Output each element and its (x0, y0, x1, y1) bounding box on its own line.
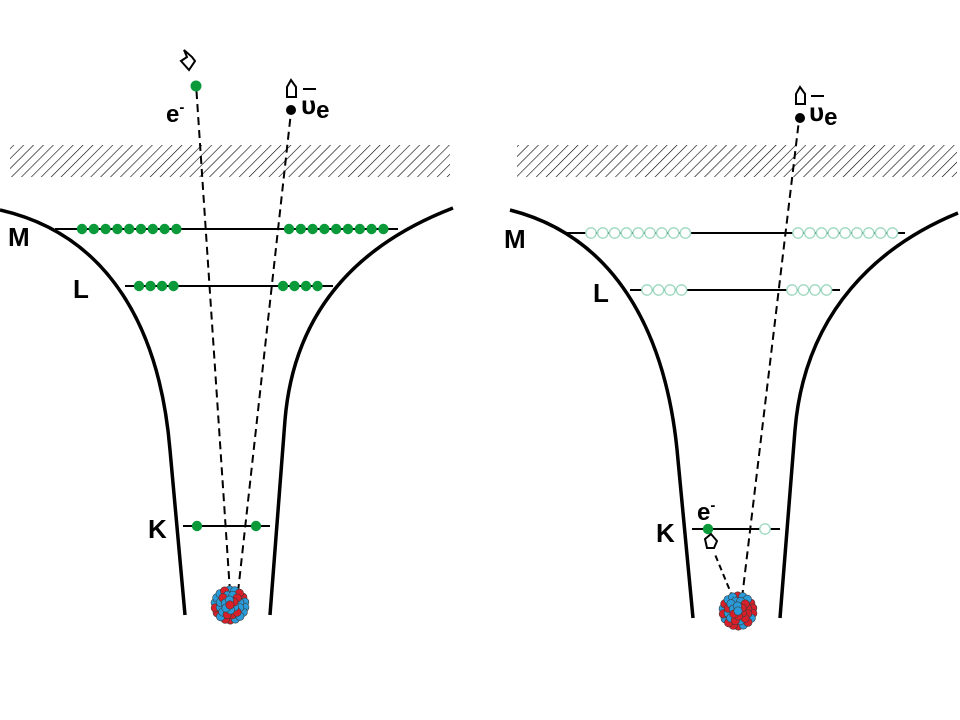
electron-track (195, 83, 231, 593)
vacancy (655, 227, 668, 239)
vacancy (815, 227, 828, 239)
electron (133, 280, 145, 292)
vacancy (874, 227, 887, 239)
nucleus (210, 585, 250, 625)
electron-label: e- (166, 99, 184, 128)
vacancy (803, 227, 816, 239)
electron-capture-arrow-icon (703, 532, 719, 549)
potential-well-right-wall (268, 206, 454, 616)
vacancy (641, 284, 653, 296)
electron (342, 223, 354, 235)
electron-capture-track (713, 551, 734, 599)
vacancy (679, 227, 692, 239)
vacancy (827, 227, 840, 239)
vacancy (632, 227, 645, 239)
shell-k-electrons (191, 520, 262, 532)
electron (307, 223, 318, 235)
shell-label-l: L (593, 278, 609, 308)
electron (124, 223, 135, 235)
surface-hatch-left (10, 145, 450, 177)
proton (225, 600, 235, 610)
vacancy (759, 523, 771, 535)
vacancy (886, 227, 899, 239)
electron (366, 223, 377, 235)
shell-label-l: L (73, 274, 89, 304)
vacancy (675, 284, 688, 296)
electron (312, 280, 323, 292)
vacancy (652, 284, 665, 296)
electron (354, 223, 365, 235)
electron (331, 223, 342, 235)
electron (319, 223, 330, 235)
nucleus (718, 591, 758, 631)
shell-label-m: M (8, 222, 30, 252)
electron (378, 223, 389, 235)
neutron (733, 606, 743, 616)
electron (147, 223, 158, 235)
shell-l-vacancies (641, 284, 833, 296)
shell-label-k: K (656, 518, 675, 548)
electron (168, 280, 179, 292)
electron (100, 223, 111, 235)
potential-well-right-wall (778, 211, 959, 619)
electron-label: e- (697, 497, 715, 526)
antineutrino-arrow-icon (795, 85, 806, 105)
vacancy (792, 227, 804, 239)
emitted-antineutrino (286, 105, 296, 115)
electron (135, 223, 147, 235)
emitted-antineutrino (795, 113, 805, 123)
electron (283, 223, 295, 235)
vacancy (667, 227, 680, 239)
electron (289, 280, 300, 292)
vacancy (620, 227, 633, 239)
electron (145, 280, 156, 292)
vacancy (596, 227, 609, 239)
vacancy (664, 284, 676, 296)
vacancy (585, 227, 597, 239)
electron (295, 223, 306, 235)
shell-label-k: K (148, 514, 167, 544)
electron (171, 223, 182, 235)
vacancy (608, 227, 621, 239)
antineutrino-track (741, 119, 800, 599)
electron (156, 280, 168, 292)
vacancy (644, 227, 656, 239)
antineutrino-label: υe (809, 97, 838, 131)
vacancy (809, 284, 821, 296)
vacancy (797, 284, 810, 296)
antineutrino-arrow-icon (286, 78, 297, 98)
shell-k-electrons (702, 523, 771, 535)
shell-m-electrons (76, 223, 389, 235)
electron (300, 280, 312, 292)
potential-well-left-wall (509, 208, 695, 619)
electron (159, 223, 170, 235)
potential-well-left-wall (0, 208, 187, 616)
shell-m-vacancies (585, 227, 899, 239)
antineutrino-label: υe (301, 90, 330, 124)
emitted-electron (190, 80, 202, 92)
electron (250, 520, 262, 532)
electron-arrow-icon (179, 49, 197, 72)
electron (702, 523, 714, 535)
antineutrino-track (237, 111, 292, 593)
right-panel: M L K e- υe (504, 85, 959, 631)
electron (112, 223, 123, 235)
vacancy (851, 227, 863, 239)
electron (76, 223, 88, 235)
vacancy (786, 284, 798, 296)
surface-hatch-right (517, 145, 957, 177)
electron (191, 520, 203, 532)
shell-label-m: M (504, 224, 526, 254)
vacancy (862, 227, 875, 239)
electron (277, 280, 289, 292)
shell-l-electrons (133, 280, 323, 292)
vacancy (839, 227, 852, 239)
left-panel: M L K e- υe (0, 49, 454, 625)
electron (88, 223, 100, 235)
vacancy (820, 284, 833, 296)
